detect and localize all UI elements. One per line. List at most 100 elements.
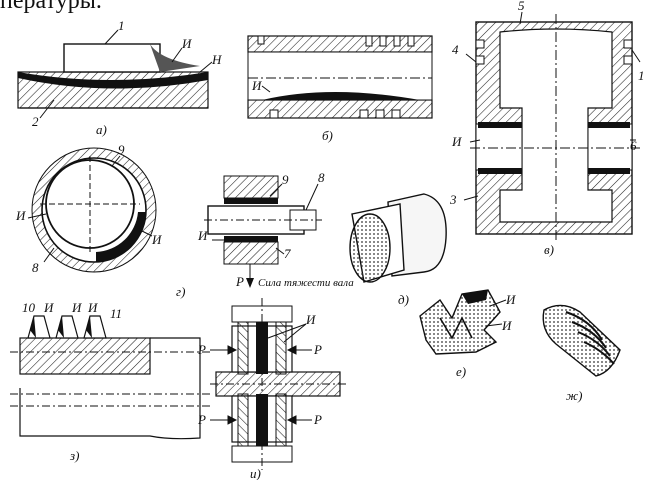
leader — [111, 155, 121, 167]
leader — [519, 11, 523, 25]
pin-left — [475, 123, 523, 171]
disc-lower-b — [256, 394, 268, 446]
caption-d: д) — [398, 292, 409, 307]
leader — [39, 99, 55, 119]
label-1: 1 — [118, 18, 125, 33]
force-arrow — [246, 278, 254, 288]
figure-z-gear-rack: 10 И И И 11 з) — [10, 300, 210, 463]
label-wear: И — [197, 228, 208, 243]
label-wear-3: И — [87, 300, 98, 315]
leader — [485, 323, 503, 327]
wear-band-lower-right — [588, 168, 630, 174]
leader — [269, 183, 283, 197]
label-wear-1: И — [181, 36, 192, 51]
figure-g-shaft-bushing: 9 8 И 7 Р Сила тяжести вала г) — [176, 170, 354, 299]
label-9: 9 — [118, 142, 125, 157]
leader — [139, 229, 153, 237]
tooth-gap — [439, 316, 473, 340]
label-wear-1: И — [505, 292, 516, 307]
caption-v: в) — [544, 242, 554, 257]
label-4: 4 — [452, 42, 459, 57]
label-force-p: Р — [235, 274, 244, 289]
label-p-lower-right: Р — [313, 412, 322, 427]
wear-zone-tooth — [462, 290, 488, 304]
label-11: 11 — [110, 306, 122, 321]
leader — [104, 29, 119, 45]
wear-band-bottom — [224, 236, 278, 242]
worm-body — [542, 304, 621, 377]
caption-g: г) — [176, 284, 185, 299]
rack-teeth — [27, 315, 107, 339]
leader — [171, 47, 183, 63]
caption-zh: ж) — [566, 388, 582, 403]
wear-zone-liner — [262, 92, 420, 100]
ring-grooves — [257, 35, 415, 119]
rack-body — [19, 337, 151, 375]
liner-top-wall — [247, 35, 433, 53]
figure-g-bearing-section: 9 И И 8 — [15, 142, 162, 275]
label-10: 10 — [22, 300, 36, 315]
caption-i: и) — [250, 466, 261, 480]
disc-lower-a — [237, 393, 249, 447]
caption-a: а) — [96, 122, 107, 137]
label-p-upper-left: Р — [197, 342, 206, 357]
label-wear-2: Н — [211, 52, 222, 67]
figure-d-worn-pin: д) — [349, 193, 447, 307]
disc-upper-c — [275, 321, 287, 375]
pin-worn-end — [349, 213, 391, 283]
label-9: 9 — [282, 172, 289, 187]
label-wear-left: И — [15, 208, 26, 223]
wear-band-top — [224, 198, 278, 204]
bushing-lower — [223, 241, 279, 265]
label-wear: И — [451, 134, 462, 149]
force-arrows — [210, 345, 312, 425]
disc-lower-c — [275, 393, 287, 447]
leader — [469, 139, 481, 143]
label-p-upper-right: Р — [313, 342, 322, 357]
tooth-wear — [30, 316, 92, 338]
bushing-upper — [223, 175, 279, 199]
label-gravity-note: Сила тяжести вала — [258, 277, 354, 289]
leader — [199, 61, 213, 73]
caption-z: з) — [69, 448, 79, 463]
label-p-lower-left: Р — [197, 412, 206, 427]
caption-e: е) — [456, 364, 466, 379]
pin-right — [587, 123, 633, 171]
figure-e-gear-teeth: И И е) — [419, 289, 516, 379]
leader — [43, 247, 55, 263]
figure-zh-worm: ж) — [542, 304, 621, 403]
label-8: 8 — [32, 260, 39, 275]
label-wear: И — [305, 312, 316, 327]
label-wear: И — [251, 78, 262, 93]
label-wear-2: И — [501, 318, 512, 333]
wear-band-upper-right — [588, 122, 630, 128]
figure-a-slider: 1 И Н 2 а) — [17, 18, 222, 137]
wear-zone-bearing — [96, 212, 146, 262]
label-1: 1 — [638, 68, 645, 83]
leader — [489, 299, 507, 307]
disc-upper-a — [237, 321, 249, 375]
leader — [275, 247, 285, 255]
figure-b-liner: И б) — [247, 35, 433, 143]
leader — [283, 323, 307, 343]
caption-b: б) — [322, 128, 333, 143]
leader — [631, 49, 641, 63]
leader — [305, 183, 319, 211]
label-wear-2: И — [71, 300, 82, 315]
figure-i-disc-assembly: Р Р Р Р И и) — [197, 298, 346, 480]
leader — [27, 213, 47, 219]
wear-band-upper-left — [478, 122, 522, 128]
label-wear-1: И — [43, 300, 54, 315]
leader — [465, 53, 477, 63]
leader — [463, 195, 479, 201]
label-7: 7 — [284, 246, 291, 261]
figure-v-piston: 5 4 1 И 6 3 в) — [449, 0, 645, 257]
wear-zone-base — [18, 72, 208, 89]
slider-block — [63, 43, 161, 73]
leader — [267, 323, 307, 339]
wear-zone-block — [150, 44, 200, 72]
label-2: 2 — [32, 114, 39, 129]
wear-band-lower-left — [478, 168, 522, 174]
label-5: 5 — [518, 0, 525, 13]
